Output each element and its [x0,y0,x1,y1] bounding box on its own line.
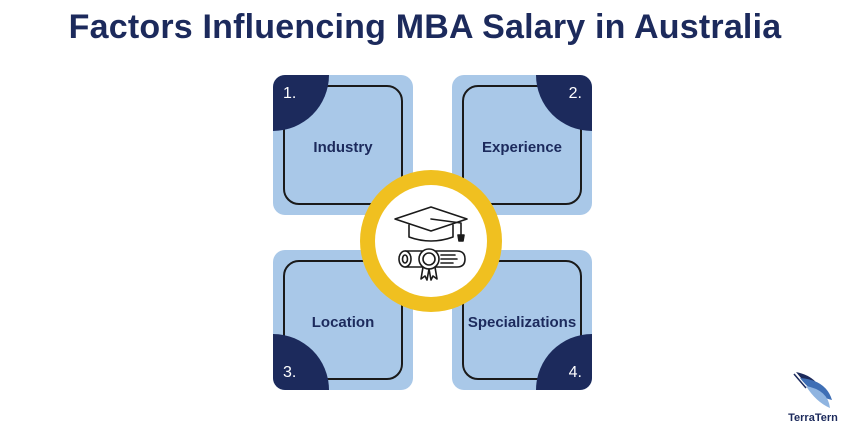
factor-number: 3. [283,364,297,381]
factor-number: 1. [283,85,297,102]
logo-text: TerraTern [788,412,838,424]
factor-card-experience: 2. Experience [452,75,592,215]
terratern-logo: TerraTern [786,368,840,430]
factor-number: 4. [568,364,582,381]
factor-number: 2. [568,85,582,102]
factor-label: Experience [481,139,563,156]
terratern-logo-icon [793,372,832,408]
card-border [283,260,403,380]
graduation-cap-and-diploma-icon [394,206,468,281]
card-border [462,85,582,205]
center-circle [375,185,487,297]
factor-label: Industry [313,139,373,156]
factor-label: Specializations [467,314,577,331]
factor-card-industry: 1. Industry [273,75,413,215]
page-title: Factors Influencing MBA Salary in Austra… [68,8,782,46]
factor-label: Location [311,314,375,331]
center-ring [360,170,502,312]
card-border [462,260,582,380]
card-border [283,85,403,205]
